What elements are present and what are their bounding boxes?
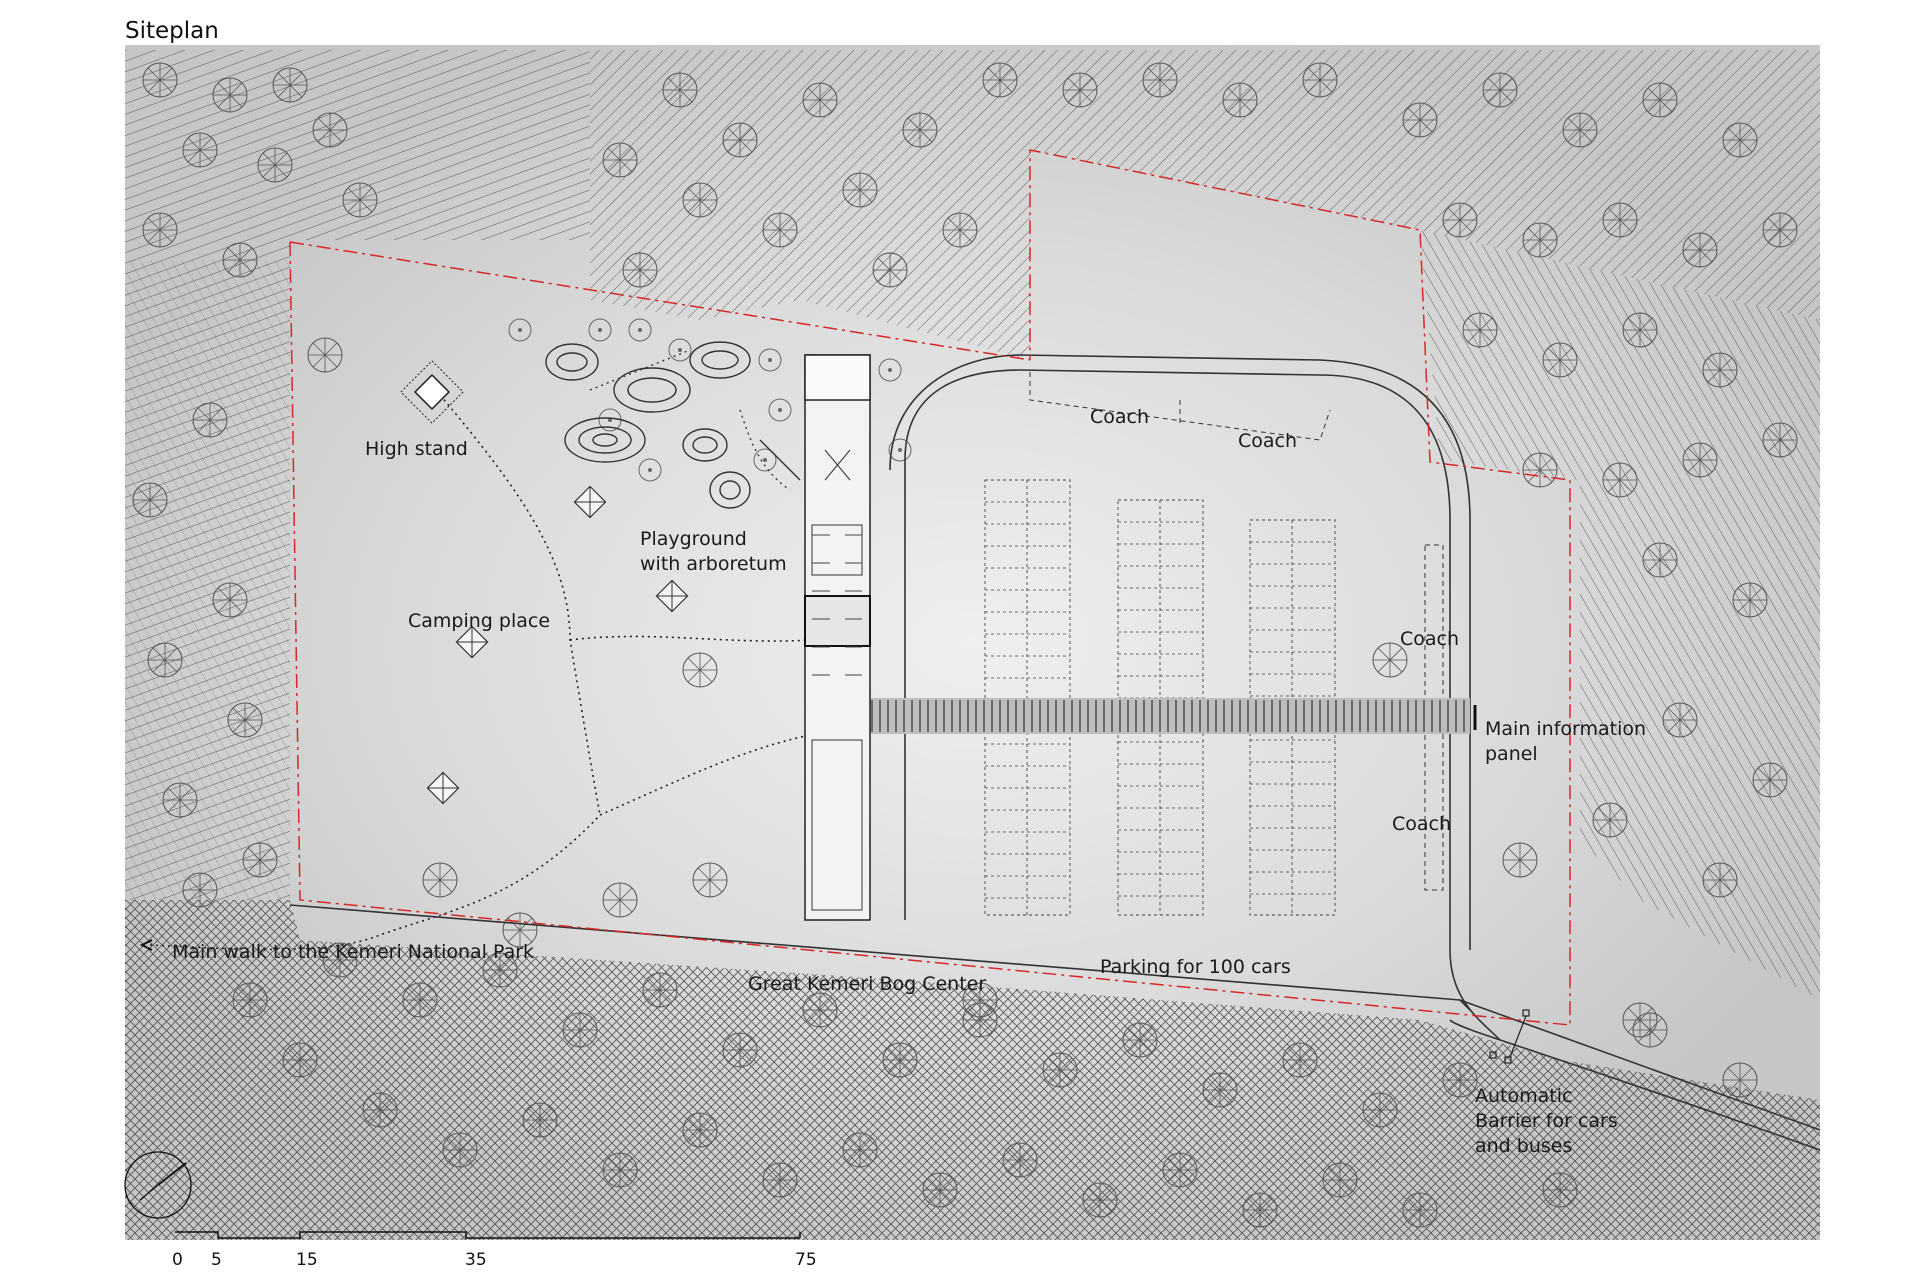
coach-bays-top xyxy=(1029,372,1331,441)
label-coach: Coach xyxy=(1392,813,1451,835)
scale-tick: 15 xyxy=(296,1250,318,1270)
label-playground: Playground xyxy=(640,528,747,550)
label-barrier-3: and buses xyxy=(1475,1135,1572,1157)
label-info-panel: Main information xyxy=(1485,718,1646,740)
barrier-marker xyxy=(1489,1009,1530,1064)
visitor-center-building xyxy=(804,354,871,921)
label-barrier-2: Barrier for cars xyxy=(1475,1110,1618,1132)
scale-tick: 0 xyxy=(172,1250,183,1270)
scale-bar: 0 5 15 35 75 xyxy=(172,1231,817,1270)
scale-tick: 5 xyxy=(211,1250,222,1270)
label-playground-2: with arboretum xyxy=(640,553,787,575)
footpaths xyxy=(149,394,811,951)
high-stand-marker xyxy=(400,360,464,424)
page-title: Siteplan xyxy=(125,18,219,44)
label-bog-center: Great Kemeri Bog Center xyxy=(748,973,986,995)
playground-mounds xyxy=(545,341,801,509)
label-barrier: Automatic xyxy=(1475,1085,1572,1107)
scale-tick: 75 xyxy=(795,1250,817,1270)
label-high-stand: High stand xyxy=(365,438,468,460)
walk-arrow-icon xyxy=(139,939,153,951)
forest-areas xyxy=(125,50,1820,1240)
label-info-panel-2: panel xyxy=(1485,743,1538,765)
label-parking: Parking for 100 cars xyxy=(1100,956,1291,978)
boardwalk xyxy=(870,698,1470,734)
label-coach: Coach xyxy=(1238,430,1297,452)
site-boundary xyxy=(289,149,1571,1026)
label-main-walk: Main walk to the Kemeri National Park xyxy=(172,941,534,963)
label-camping: Camping place xyxy=(408,610,550,632)
scale-tick: 35 xyxy=(465,1250,487,1270)
label-coach: Coach xyxy=(1400,628,1459,650)
label-coach: Coach xyxy=(1090,406,1149,428)
north-arrow-icon xyxy=(124,1151,192,1219)
